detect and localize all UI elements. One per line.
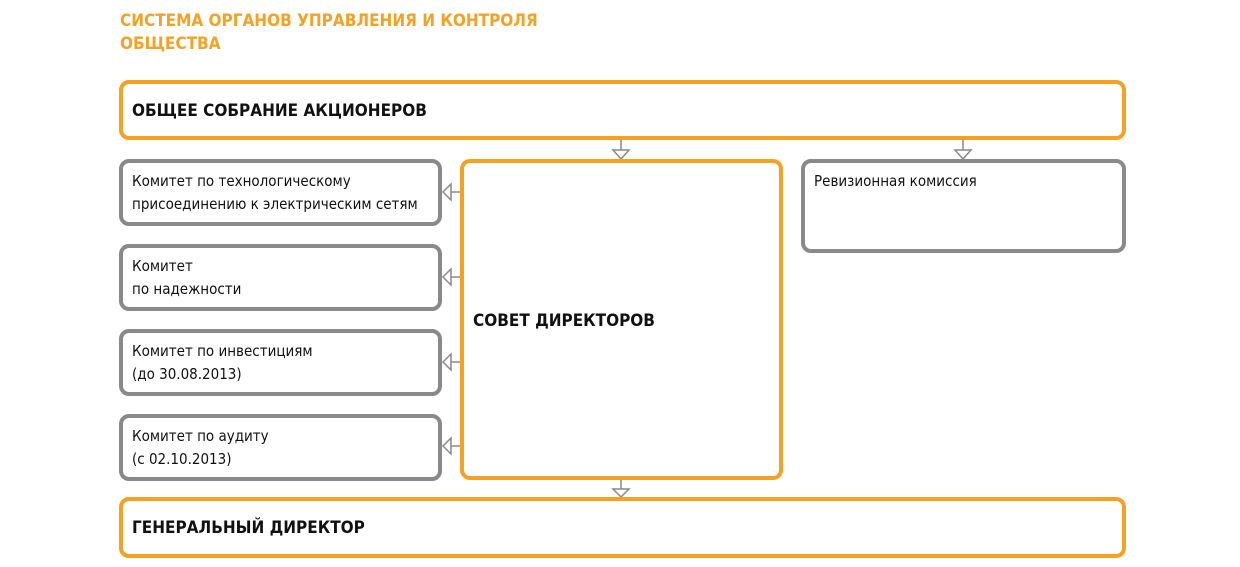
committee-line-2: присоединению к электрическим сетям [132,195,418,213]
diagram-title: СИСТЕМА ОРГАНОВ УПРАВЛЕНИЯ И КОНТРОЛЯ ОБ… [120,10,538,56]
committee-line-2: по надежности [132,280,242,298]
board-of-directors-box: СОВЕТ ДИРЕКТОРОВ [460,159,783,480]
committee-line-1: Комитет по технологическому [132,172,351,190]
arrow-down-board [611,139,631,161]
audit-commission-label: Ревизионная комиссия [814,172,977,190]
shareholders-label: ОБЩЕЕ СОБРАНИЕ АКЦИОНЕРОВ [132,101,427,121]
title-line-2: ОБЩЕСТВА [120,34,221,54]
arrow-left-committee-1 [441,182,461,202]
committee-line-2: (с 02.10.2013) [132,450,232,468]
committee-box: Комитет по технологическому присоединению… [119,159,442,226]
shareholders-meeting-box: ОБЩЕЕ СОБРАНИЕ АКЦИОНЕРОВ [119,80,1126,140]
ceo-label: ГЕНЕРАЛЬНЫЙ ДИРЕКТОР [132,518,365,538]
committee-box: Комитет по инвестициям (до 30.08.2013) [119,329,442,396]
arrow-left-committee-2 [441,267,461,287]
arrow-down-audit-commission [953,139,973,161]
ceo-box: ГЕНЕРАЛЬНЫЙ ДИРЕКТОР [119,497,1126,558]
title-line-1: СИСТЕМА ОРГАНОВ УПРАВЛЕНИЯ И КОНТРОЛЯ [120,11,538,31]
arrow-down-ceo [611,479,631,499]
committee-line-1: Комитет по инвестициям [132,342,313,360]
arrow-left-committee-4 [441,436,461,456]
committee-line-1: Комитет [132,257,193,275]
committee-box: Комитет по аудиту (с 02.10.2013) [119,414,442,481]
arrow-left-committee-3 [441,352,461,372]
committee-line-2: (до 30.08.2013) [132,365,242,383]
audit-commission-box: Ревизионная комиссия [801,159,1126,253]
board-label: СОВЕТ ДИРЕКТОРОВ [473,311,655,331]
committee-line-1: Комитет по аудиту [132,427,269,445]
committee-box: Комитет по надежности [119,244,442,311]
